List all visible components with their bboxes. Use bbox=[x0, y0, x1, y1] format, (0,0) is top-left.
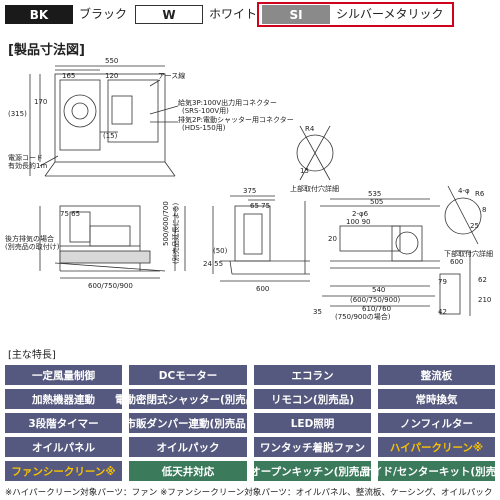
front-view-hood bbox=[59, 250, 151, 264]
dim-15: (15) bbox=[103, 132, 118, 140]
earth-line-label: アース線 bbox=[158, 71, 185, 80]
dim-750-900-note: (750/900の場合) bbox=[335, 312, 391, 320]
side-connect-note-2: (別売品の取付け) bbox=[5, 242, 60, 251]
feature-baffle: 整流板 bbox=[378, 365, 495, 385]
feature-constant-vent: 常時換気 bbox=[378, 389, 495, 409]
connector-1-model: (SRS-100V用) bbox=[182, 107, 229, 115]
dim-2-phi6: 2-φ6 bbox=[352, 210, 369, 218]
right-side-view bbox=[339, 225, 401, 252]
feature-oil-pack: オイルパック bbox=[129, 437, 247, 457]
features-grid: 一定風量制御 DCモーター エコラン 整流板 加熱機器連動 電動密閉式シャッター… bbox=[5, 365, 500, 481]
dim-375: 375 bbox=[243, 187, 256, 195]
selected-color-frame bbox=[257, 2, 454, 27]
color-selector: BK ブラック W ホワイト SI シルバーメタリック bbox=[0, 0, 500, 30]
top-install-hole-label: 上部取付穴詳細 bbox=[290, 184, 339, 193]
feature-ecorun: エコラン bbox=[254, 365, 371, 385]
dim-detail-8: 8 bbox=[482, 206, 486, 214]
dim-600-900: (600/750/900) bbox=[350, 296, 401, 304]
feature-oil-panel: オイルパネル bbox=[5, 437, 122, 457]
drawing-svg: 550 165 120 (315) 170 (15) アース線 給気3P:100… bbox=[5, 57, 493, 320]
feature-remote: リモコン(別売品) bbox=[254, 389, 371, 409]
feature-constant-airflow: 一定風量制御 bbox=[5, 365, 122, 385]
connector-1-label: 給気3P:100V出力用コネクター bbox=[178, 98, 277, 107]
feature-fancy-clean: ファンシークリーン※ bbox=[5, 461, 122, 481]
dim-side-range-note: (別売品延長による) bbox=[171, 202, 180, 264]
dim-540: 540 bbox=[372, 286, 385, 294]
dim-r6: R6 bbox=[475, 190, 485, 198]
dim-detail-210: 210 bbox=[478, 296, 491, 304]
feature-side-center-kit: サイド/センターキット(別売品) bbox=[362, 461, 500, 481]
feature-dc-motor: DCモーター bbox=[129, 365, 247, 385]
dim-20: 20 bbox=[328, 235, 337, 243]
dim-r4: R4 bbox=[305, 125, 315, 133]
dim-4-phi: 4-φ bbox=[458, 187, 470, 195]
dim-top-165: 165 bbox=[62, 72, 75, 80]
color-label-si: シルバーメタリック bbox=[336, 7, 444, 21]
dim-35: 35 bbox=[313, 308, 322, 316]
power-cord-label: 電源コード bbox=[8, 153, 43, 162]
color-swatch-si[interactable]: SI bbox=[262, 5, 330, 24]
dim-24-55: 24 55 bbox=[203, 260, 223, 268]
dim-75-65: 75 65 bbox=[60, 210, 80, 218]
color-swatch-w[interactable]: W bbox=[135, 5, 203, 24]
bottom-hole-detail-icon bbox=[444, 197, 482, 235]
color-label-bk: ブラック bbox=[79, 7, 128, 21]
dim-79: 79 bbox=[438, 278, 447, 286]
feature-onetouch-fan: ワンタッチ着脱ファン bbox=[254, 437, 371, 457]
feature-timer: 3段階タイマー bbox=[5, 413, 122, 433]
feature-open-kitchen: オープンキッチン(別売品) bbox=[250, 461, 375, 481]
dim-170: 170 bbox=[34, 98, 47, 106]
feature-hyper-clean: ハイパークリーン※ bbox=[378, 437, 495, 457]
dim-100-90: 100 90 bbox=[346, 218, 371, 226]
top-hole-detail-icon bbox=[296, 134, 334, 172]
right-view-duct-icon bbox=[395, 231, 419, 255]
feature-cooktop-link: 加熱機器連動 bbox=[5, 389, 122, 409]
dim-detail-62: 62 bbox=[478, 276, 487, 284]
dim-535: 535 bbox=[368, 190, 381, 198]
connector-2-model: (HDS-150用) bbox=[182, 124, 226, 132]
dim-detail-25: 25 bbox=[470, 222, 479, 230]
dim-610-760: 610/760 bbox=[362, 305, 391, 313]
dimension-title: [製品寸法図] bbox=[8, 43, 85, 58]
top-view-fan-icon bbox=[63, 94, 97, 128]
dim-side-range: 500/600/700 bbox=[162, 201, 170, 246]
dim-600: 600 bbox=[256, 285, 269, 293]
color-swatch-bk[interactable]: BK bbox=[5, 5, 73, 24]
bottom-hole-label: 下部取付穴詳細 bbox=[444, 249, 493, 258]
feature-led: LED照明 bbox=[254, 413, 371, 433]
feature-shutter: 電動密閉式シャッター(別売品) bbox=[115, 389, 261, 409]
dim-315: (315) bbox=[8, 110, 27, 118]
feature-nonfilter: ノンフィルター bbox=[378, 413, 495, 433]
feature-damper-link: 市販ダンパー連動(別売品) bbox=[125, 413, 251, 433]
features-title: [主な特長] bbox=[8, 350, 56, 361]
top-view-body bbox=[54, 73, 166, 163]
dimension-drawing: 550 165 120 (315) 170 (15) アース線 給気3P:100… bbox=[0, 56, 500, 320]
dim-detail-600: 600 bbox=[450, 258, 463, 266]
footnote: ※ハイパークリーン対象パーツ：ファン ※ファンシークリーン対象パーツ：オイルパネ… bbox=[5, 488, 493, 498]
dim-65-75: 65 75 bbox=[250, 202, 270, 210]
side-connect-note: 後方排気の場合 bbox=[5, 234, 54, 243]
dim-front-width: 600/750/900 bbox=[88, 282, 133, 290]
dim-15b: 15 bbox=[300, 167, 309, 175]
dim-top-120: 120 bbox=[105, 72, 118, 80]
dim-top-width: 550 bbox=[105, 57, 118, 65]
feature-low-ceiling: 低天井対応 bbox=[129, 461, 247, 481]
dim-50: (50) bbox=[213, 247, 228, 255]
connector-2-label: 排気2P:電動シャッター用コネクター bbox=[178, 115, 294, 124]
power-cord-length: 有効長約1m bbox=[8, 161, 47, 170]
dim-42: 42 bbox=[438, 308, 447, 316]
dim-505: 505 bbox=[370, 198, 383, 206]
color-label-w: ホワイト bbox=[209, 7, 258, 21]
